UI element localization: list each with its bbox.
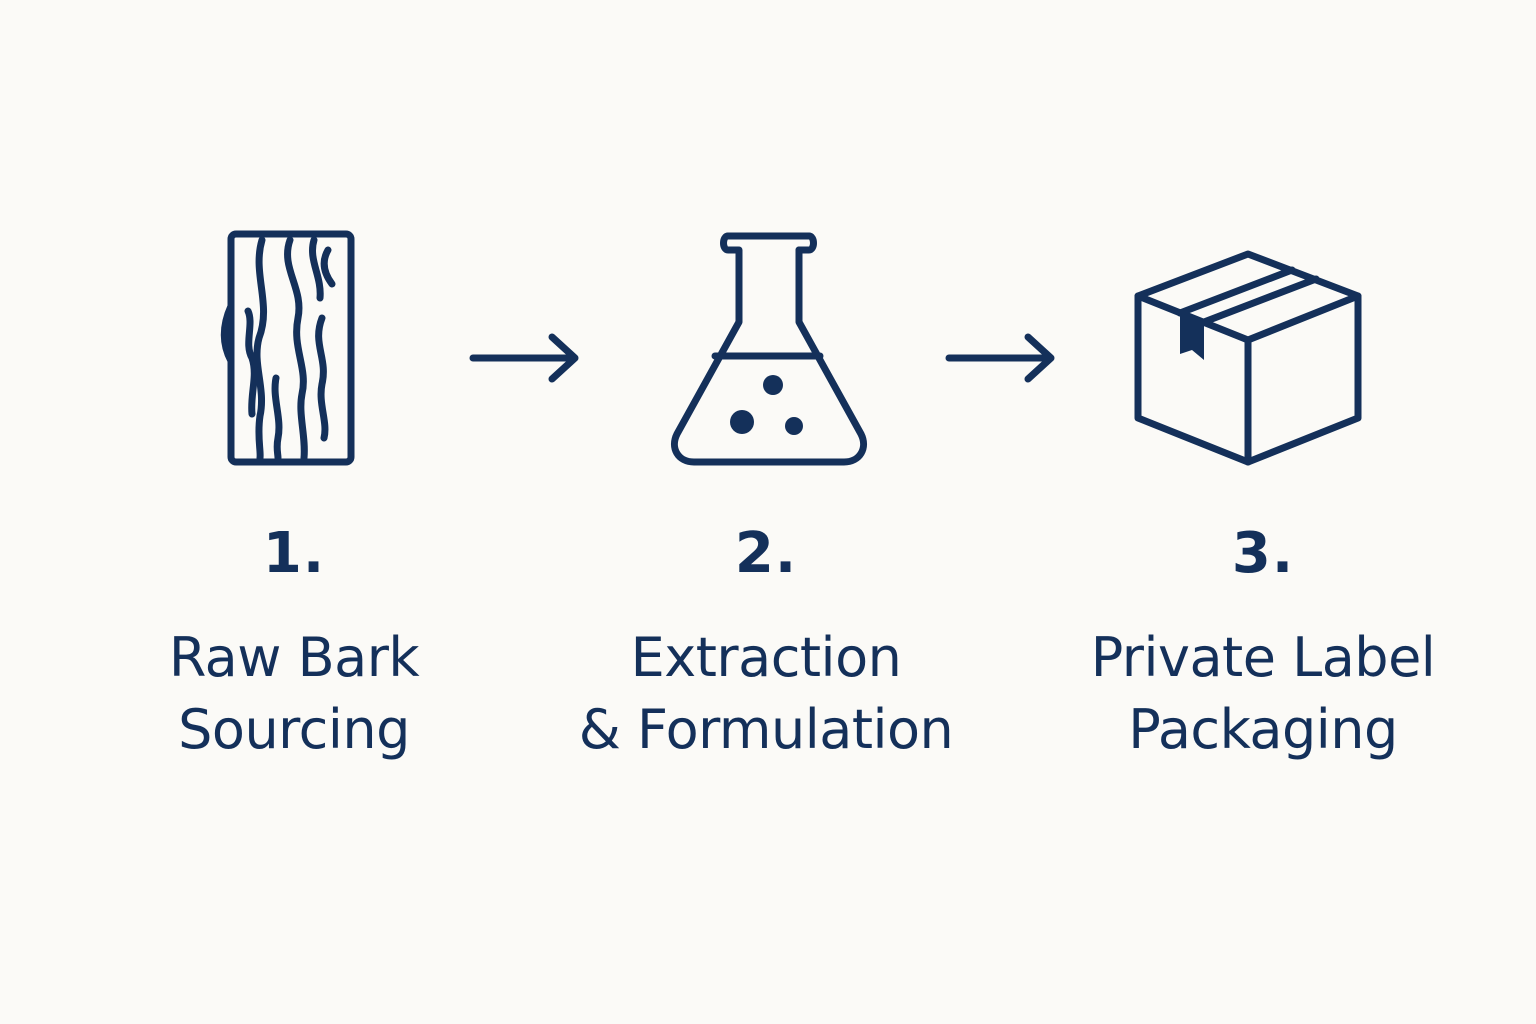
box-tape-flap <box>1180 313 1204 360</box>
step-label-line: Packaging <box>1128 698 1398 761</box>
arrow-right-icon <box>944 330 1060 386</box>
bubble <box>730 410 754 434</box>
step-label: Private Label Packaging <box>1068 622 1458 766</box>
step-2: 2. Extraction & Formulation <box>566 522 966 766</box>
bubble <box>763 375 783 395</box>
shipping-box-icon <box>1128 246 1368 470</box>
lab-flask-icon <box>662 226 872 476</box>
step-number: 1. <box>262 521 326 586</box>
step-number: 3. <box>1231 521 1295 586</box>
step-label: Raw Bark Sourcing <box>144 622 444 766</box>
bubble <box>785 417 803 435</box>
step-3: 3. Private Label Packaging <box>1068 522 1458 766</box>
step-label-line: Raw Bark <box>168 626 420 689</box>
step-number: 2. <box>734 521 798 586</box>
step-label-line: Extraction <box>630 626 902 689</box>
arrow-right-icon <box>468 330 584 386</box>
step-label-line: Sourcing <box>178 698 410 761</box>
step-label: Extraction & Formulation <box>566 622 966 766</box>
step-label-line: & Formulation <box>578 698 954 761</box>
bark-plank-icon <box>214 226 364 476</box>
step-label-line: Private Label <box>1090 626 1436 689</box>
step-1: 1. Raw Bark Sourcing <box>144 522 444 766</box>
